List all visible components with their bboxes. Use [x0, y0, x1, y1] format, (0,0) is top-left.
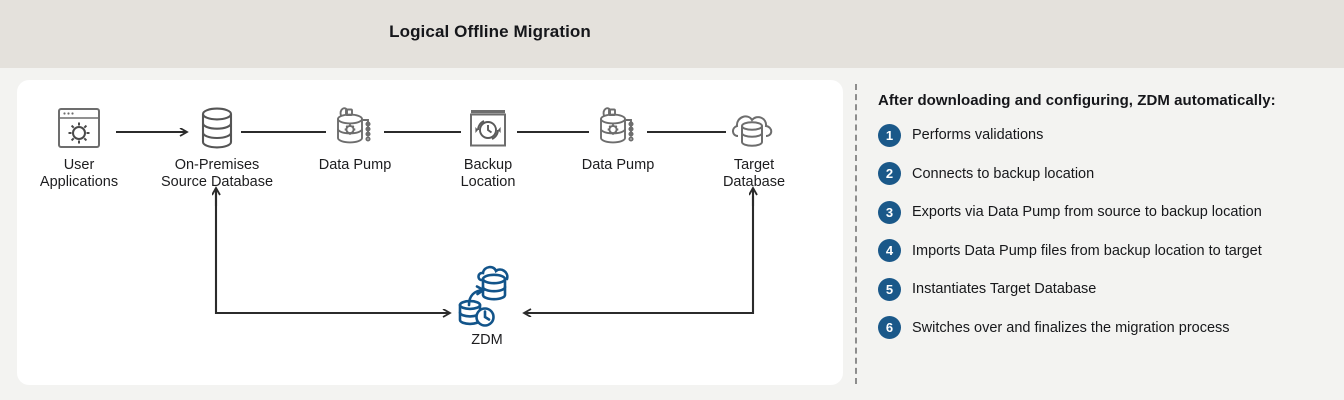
diagram-node-user-applications: User Applications: [4, 104, 154, 191]
step-text: Performs validations: [912, 127, 1044, 143]
diagram-node-on-premises-source-database: On-Premises Source Database: [142, 104, 292, 191]
list-item: 6 Switches over and finalizes the migrat…: [878, 316, 1328, 340]
diagram-node-backup-location: Backup Location: [413, 104, 563, 191]
step-number-badge: 6: [878, 316, 901, 339]
diagram-node-label: ZDM: [471, 332, 503, 348]
diagram-node-label: Target Database: [722, 157, 786, 190]
page-title: Logical Offline Migration: [389, 22, 591, 41]
steps-panel-title: After downloading and configuring, ZDM a…: [878, 92, 1276, 109]
diagram-node-data-pump-2: Data Pump: [543, 104, 693, 174]
step-text: Exports via Data Pump from source to bac…: [912, 204, 1262, 220]
step-number-badge: 4: [878, 239, 901, 262]
header-bar: Logical Offline Migration: [0, 0, 1344, 68]
step-number-badge: 2: [878, 162, 901, 185]
list-item: 5 Instantiates Target Database: [878, 277, 1328, 301]
diagram-node-target-database: Target Database: [679, 104, 829, 191]
data-pump-icon: [280, 104, 430, 152]
diagram-node-label: Data Pump: [318, 157, 392, 173]
step-text: Connects to backup location: [912, 165, 1095, 182]
diagram-node-zdm: ZDM: [412, 262, 562, 348]
diagram-node-label: Backup Location: [460, 157, 516, 190]
step-text: Imports Data Pump files from backup loca…: [912, 242, 1262, 259]
browser-gear-icon: [4, 104, 154, 152]
panel-divider: [855, 84, 857, 384]
step-number-badge: 1: [878, 123, 901, 147]
list-item: 2 Connects to backup location: [878, 162, 1328, 186]
zdm-migration-icon: [412, 262, 562, 330]
list-item: 1 Performs validations: [878, 123, 1328, 147]
list-item: 4 Imports Data Pump files from backup lo…: [878, 239, 1328, 263]
step-number-badge: 5: [878, 277, 901, 301]
data-pump-icon: [543, 104, 693, 152]
steps-list: 1 Performs validations 2 Connects to bac…: [878, 123, 1328, 340]
steps-panel: After downloading and configuring, ZDM a…: [878, 92, 1328, 354]
step-text: Instantiates Target Database: [912, 281, 1097, 297]
database-cylinder-icon: [142, 104, 292, 152]
diagram-node-data-pump-1: Data Pump: [280, 104, 430, 174]
diagram-node-label: On-Premises Source Database: [160, 157, 274, 190]
step-text: Switches over and finalizes the migratio…: [912, 319, 1230, 336]
diagram-node-label: User Applications: [39, 157, 119, 190]
step-number-badge: 3: [878, 200, 901, 224]
list-item: 3 Exports via Data Pump from source to b…: [878, 200, 1328, 224]
diagram-node-label: Data Pump: [581, 157, 655, 173]
cloud-database-icon: [679, 104, 829, 152]
backup-clock-icon: [413, 104, 563, 152]
